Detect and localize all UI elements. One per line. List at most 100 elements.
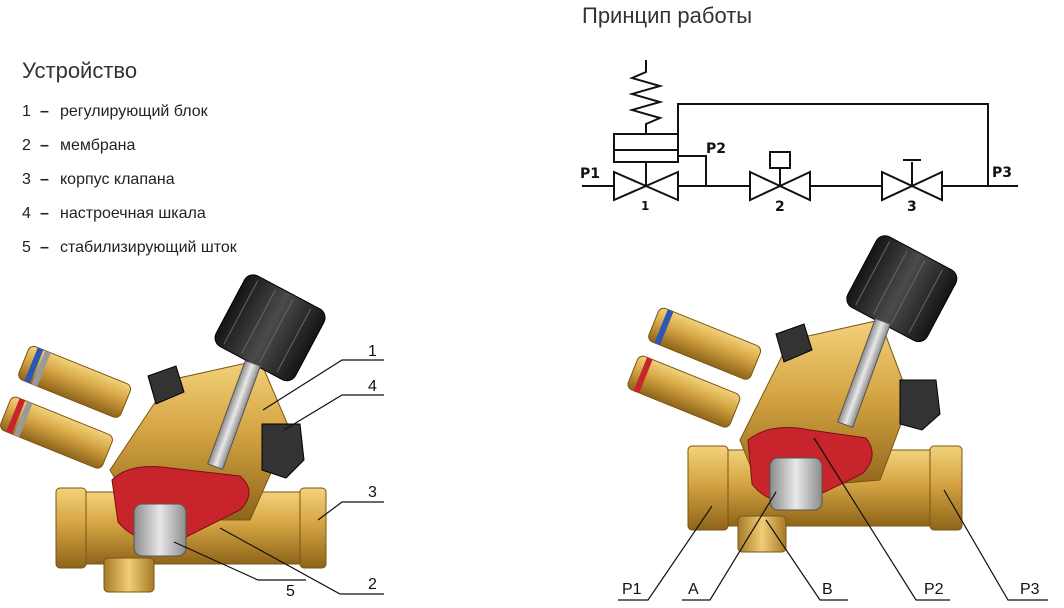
- principle-title: Принцип работы: [582, 3, 753, 28]
- valve1-label: 1: [641, 199, 649, 213]
- list-item: 3–корпус клапана: [22, 171, 237, 205]
- impulse-fitting-top: [648, 307, 762, 380]
- part-dash: –: [40, 103, 49, 120]
- right-callout-lines: [618, 437, 1048, 601]
- left-port-thread: [687, 445, 729, 531]
- callout-line-b: [765, 519, 848, 601]
- p3-impulse-line: [677, 103, 989, 186]
- impulse-fitting-top: [18, 345, 132, 418]
- actuator-lower: [613, 149, 679, 163]
- head-rib: [908, 269, 944, 334]
- head-rib: [855, 241, 891, 306]
- head-rib: [873, 250, 908, 315]
- callout-line-3: [317, 501, 384, 521]
- part-name: мембрана: [60, 137, 136, 154]
- valve2-label: 2: [775, 199, 785, 215]
- grey-ring: [31, 350, 51, 387]
- valve1-left: [613, 170, 649, 202]
- left-callouts: 1 4 3 2 5: [286, 343, 377, 600]
- list-item: 1–регулирующий блок: [22, 103, 237, 137]
- principle-schematic: [582, 60, 1018, 202]
- actuator-upper: [613, 133, 679, 151]
- head-rib: [258, 299, 294, 364]
- part-number: 4: [22, 205, 31, 222]
- drain-port: [737, 515, 787, 553]
- part-name: стабилизирующий шток: [60, 239, 237, 256]
- p3-label: P3: [992, 165, 1012, 181]
- right-port-thread: [299, 487, 327, 569]
- callout-line-5: [173, 541, 306, 581]
- schematic-labels: P1 P2 P3 1 2 3: [580, 141, 1012, 215]
- inner-stem: [207, 359, 261, 471]
- callout-4: 4: [368, 378, 377, 395]
- part-dash: –: [40, 205, 49, 222]
- left-port-thread: [55, 487, 87, 569]
- head-rib: [276, 308, 312, 373]
- impulse-fitting-bottom: [627, 355, 741, 428]
- blue-ring: [24, 347, 44, 384]
- setting-scale-clip-left: [147, 365, 185, 405]
- p2-impulse-line: [678, 155, 707, 186]
- valve2-actuator: [769, 151, 791, 169]
- right-callouts: P1 A B P2 P3: [622, 581, 1040, 598]
- callout-line-1: [262, 359, 384, 411]
- valve2-left: [749, 170, 783, 202]
- grey-ring: [13, 401, 33, 437]
- valve1-right: [643, 170, 679, 202]
- setting-scale-clip: [261, 423, 305, 479]
- callout-line-p3: [943, 489, 1048, 601]
- callout-line-p2: [813, 437, 950, 601]
- callout-p1: P1: [622, 581, 642, 598]
- callout-line-a: [682, 491, 777, 601]
- part-name: корпус клапана: [60, 171, 175, 188]
- callout-a: A: [688, 581, 699, 598]
- part-number: 5: [22, 239, 31, 256]
- callout-5: 5: [286, 583, 295, 600]
- head-rib: [890, 259, 926, 325]
- parts-list: 1–регулирующий блок 2–мембрана 3–корпус …: [22, 103, 237, 273]
- list-item: 2–мембрана: [22, 137, 237, 171]
- callout-line-p1: [618, 505, 713, 601]
- p2-label: P2: [706, 141, 726, 157]
- valve3-label: 3: [907, 199, 917, 215]
- inner-stem: [837, 317, 891, 429]
- right-valve-illustration: [627, 235, 963, 553]
- list-item: 4–настроечная шкала: [22, 205, 237, 239]
- part-number: 1: [22, 103, 31, 120]
- valve2-right: [777, 170, 811, 202]
- stabilizing-stem: [133, 503, 187, 557]
- setting-scale-clip: [899, 379, 941, 431]
- part-dash: –: [40, 137, 49, 154]
- callout-line-4: [283, 394, 384, 431]
- setting-scale-clip-left: [775, 323, 813, 363]
- callout-p3: P3: [1020, 581, 1040, 598]
- spring-symbol: [628, 60, 664, 134]
- part-number: 2: [22, 137, 31, 154]
- left-callout-lines: [173, 359, 384, 595]
- callout-b: B: [822, 581, 833, 598]
- head-rib: [223, 280, 259, 345]
- blue-ring: [654, 309, 674, 346]
- callout-1: 1: [368, 343, 377, 360]
- p1-label: P1: [580, 166, 600, 182]
- callout-2: 2: [368, 576, 377, 593]
- drain-port: [103, 557, 155, 593]
- valve3-right: [909, 170, 943, 202]
- part-name: настроечная шкала: [60, 205, 206, 222]
- red-ring: [633, 357, 653, 393]
- list-item: 5–стабилизирующий шток: [22, 239, 237, 273]
- right-port-thread: [929, 445, 963, 531]
- device-title: Устройство: [22, 58, 138, 83]
- part-number: 3: [22, 171, 31, 188]
- red-ring: [6, 398, 26, 434]
- part-dash: –: [40, 239, 49, 256]
- callout-line-2: [219, 527, 384, 595]
- callout-p2: P2: [924, 581, 944, 598]
- valve3-left: [881, 170, 915, 202]
- left-valve-illustration: [0, 274, 327, 593]
- part-dash: –: [40, 171, 49, 188]
- callout-3: 3: [368, 484, 377, 501]
- part-name: регулирующий блок: [60, 103, 208, 120]
- impulse-fitting-bottom: [0, 396, 113, 469]
